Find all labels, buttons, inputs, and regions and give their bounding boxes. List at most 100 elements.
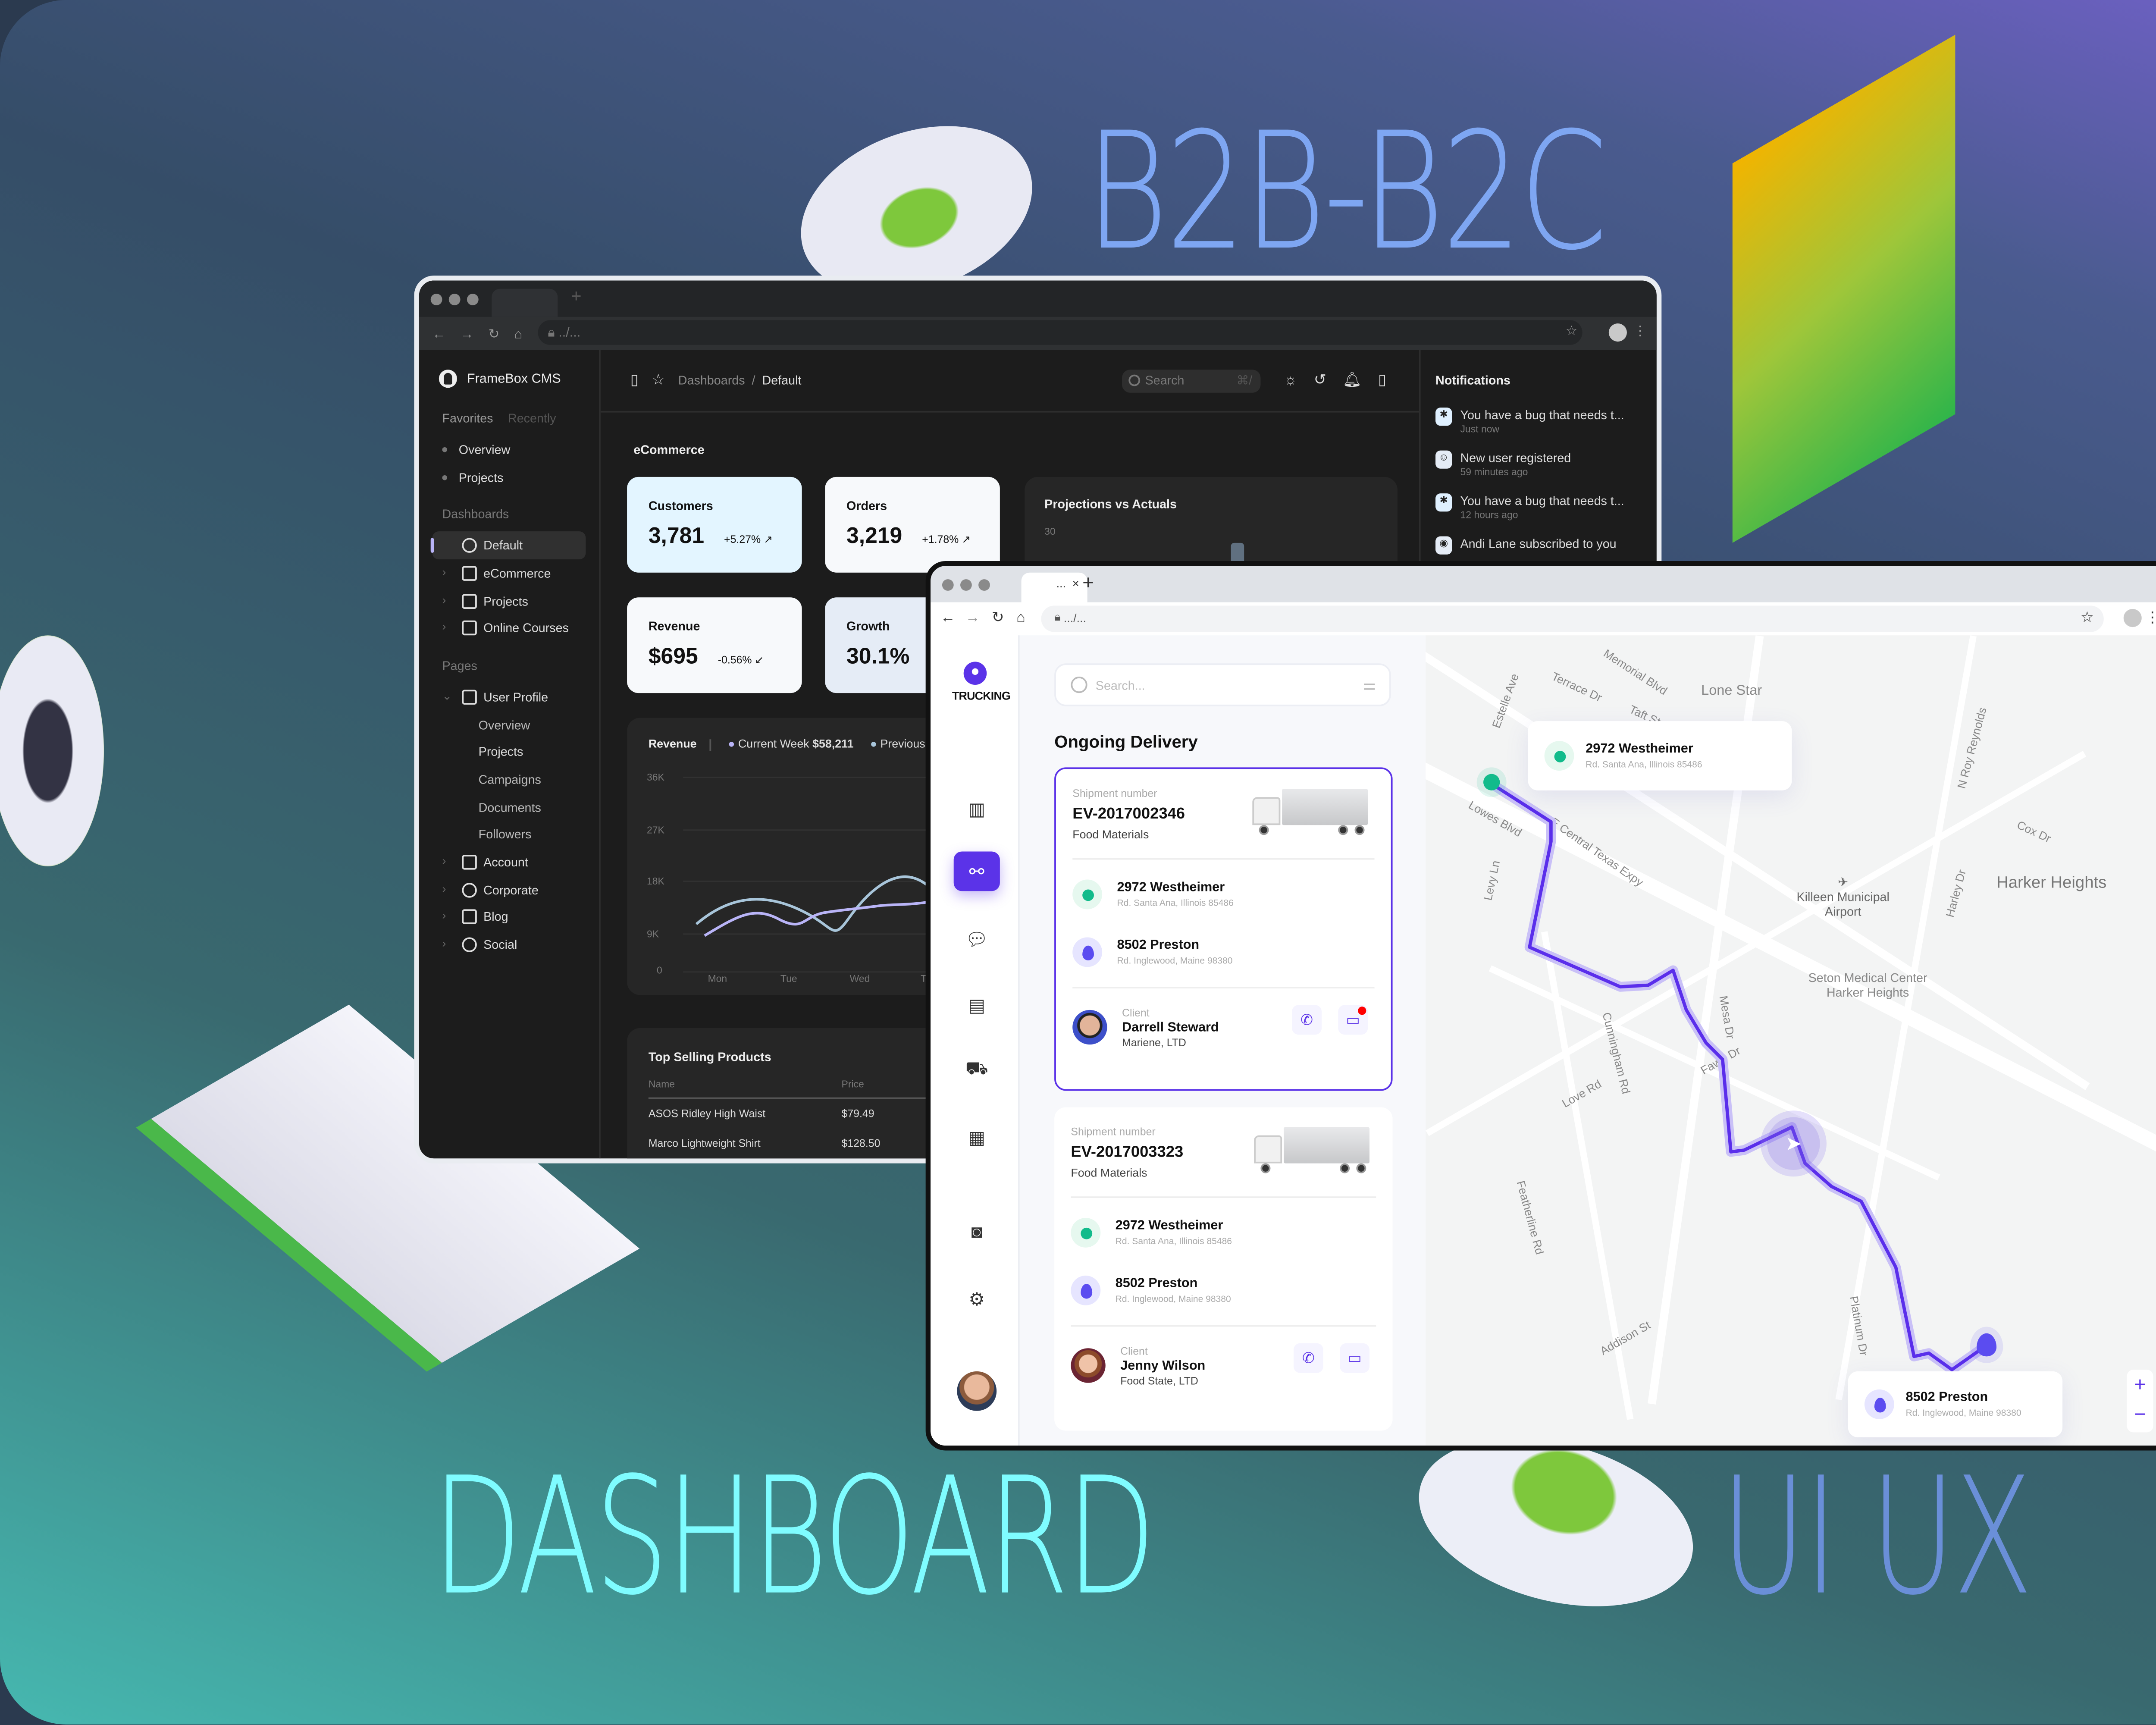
brand-avatar [439,370,457,388]
table-row[interactable]: ASOS Ridley High Waist$79.49 [648,1108,874,1120]
sidebar-item-default[interactable]: Default [430,532,586,560]
history-icon[interactable]: ↺ [1313,371,1326,388]
route-map[interactable]: Memorial Blvd Terrace Dr Lone Star Taft … [1426,635,2156,1446]
sidebar-item-social[interactable]: ›Social [442,938,517,953]
favorite-overview[interactable]: Overview [432,436,586,463]
kebab-menu-icon[interactable]: ⋮ [1633,323,1647,339]
delivery-card-2[interactable]: Shipment number EV-2017003323 Food Mater… [1054,1107,1393,1431]
nav-profile[interactable]: ◙ [954,1213,1000,1252]
notification-item[interactable]: ✱You have a bug that needs t...12 hours … [1435,493,1642,521]
sidebar-subitem-overview[interactable]: Overview [478,717,530,732]
home-icon[interactable]: ⌂ [514,326,523,341]
headline-dashboard: DASHBOARD [432,1444,1156,1632]
url-input[interactable]: 🔒︎ ../... [538,320,1583,345]
tab-recently[interactable]: Recently [508,411,556,426]
new-tab-icon[interactable]: + [570,287,582,307]
kpi-revenue[interactable]: Revenue $695-0.56% ↙ [627,597,802,693]
sidebar-subitem-campaigns[interactable]: Campaigns [478,772,541,787]
sidebar-item-account[interactable]: ›Account [442,855,528,870]
sidebar-item-online-courses[interactable]: ›Online Courses [442,621,569,636]
search-input[interactable]: Search⌘/ [1122,370,1261,393]
favorite-projects[interactable]: Projects [432,463,586,491]
svg-text:9K: 9K [647,928,659,939]
new-tab-icon[interactable]: + [1082,571,1094,594]
app-logo[interactable]: TRUCKING [952,662,1011,703]
filter-sliders-icon[interactable]: ⚌ [1363,676,1376,693]
breadcrumb-dashboards[interactable]: Dashboards [678,373,745,388]
nav-schedule[interactable]: ▦ [954,1117,1000,1157]
browser-tab[interactable]: ... × [1021,572,1087,602]
call-button[interactable]: ✆ [1292,1005,1322,1035]
lock-icon: 🔒︎ [1054,612,1064,624]
destination-marker[interactable] [1977,1333,1997,1357]
vehicle-marker[interactable]: ➤ [1767,1117,1820,1170]
home-icon[interactable]: ⌂ [1016,608,1025,626]
theme-sun-icon[interactable]: ☼ [1284,371,1297,388]
reload-icon[interactable]: ↻ [488,326,500,341]
address-bar-row: ← → ↻ ⌂ 🔒︎ ../... ☆ ⋮ [419,317,1657,350]
nav-settings[interactable]: ⚙ [954,1279,1000,1319]
user-avatar[interactable] [957,1371,997,1411]
bookmark-star-icon[interactable]: ☆ [2080,608,2094,626]
back-icon[interactable]: ← [432,326,446,341]
kebab-menu-icon[interactable]: ⋮ [2145,609,2156,627]
search-input[interactable]: Search...⚌ [1054,663,1391,706]
tab-favorites[interactable]: Favorites [442,411,493,426]
window-controls[interactable] [942,579,990,591]
url-input[interactable]: 🔒︎ .../... [1041,605,2104,632]
kpi-customers[interactable]: Customers 3,781+5.27% ↗ [627,477,802,573]
call-button[interactable]: ✆ [1293,1343,1323,1373]
sidebar-subitem-projects[interactable]: Projects [478,745,523,760]
profile-avatar[interactable] [1608,323,1627,342]
sidebar-item-blog[interactable]: ›Blog [442,910,508,925]
browser-tab[interactable] [492,289,558,317]
location-pin-icon [963,662,987,685]
nav-orders[interactable]: ▤ [954,985,1000,1025]
star-icon[interactable]: ☆ [652,371,665,388]
close-tab-icon[interactable]: × [1072,579,1079,591]
nav-fleet[interactable]: ⛟ [954,1051,1000,1091]
sidebar-subitem-documents[interactable]: Documents [478,800,541,815]
origin-marker[interactable] [1483,774,1500,790]
breadcrumb-default[interactable]: Default [762,373,802,388]
sidebar-item-corporate[interactable]: ›Corporate [442,882,539,897]
message-button[interactable]: ▭ [1338,1005,1368,1035]
browser-tabbar: + [419,280,1657,317]
bell-icon[interactable]: 🔔︎ [1342,371,1362,388]
forward-icon[interactable]: → [965,608,980,626]
notification-item[interactable]: ✱You have a bug that needs t...Just now [1435,408,1642,436]
navigation-arrow-icon: ➤ [1785,1132,1802,1155]
panel-toggle-icon[interactable]: ▯ [1378,371,1386,388]
svg-text:27K: 27K [647,824,665,835]
kpi-orders[interactable]: Orders 3,219+1.78% ↗ [825,477,1000,573]
message-button[interactable]: ▭ [1340,1343,1369,1373]
nav-messages[interactable]: 💬︎ [954,919,1000,959]
sidebar-subitem-followers[interactable]: Followers [478,827,532,843]
forward-icon[interactable]: → [460,326,474,341]
reload-icon[interactable]: ↻ [991,608,1004,626]
zoom-in-button[interactable]: + [2134,1373,2146,1396]
message-icon: ▭ [1348,1349,1362,1366]
table-row[interactable]: Marco Lightweight Shirt$128.50 [648,1138,881,1150]
zoom-out-button[interactable]: − [2134,1402,2146,1426]
back-icon[interactable]: ← [940,608,956,626]
window-controls[interactable] [430,294,479,305]
svg-text:36K: 36K [647,772,665,783]
nav-routes[interactable]: ⚯ [953,851,1000,891]
sidebar-toggle-icon[interactable]: ▯ [630,371,639,388]
nav-dashboard[interactable]: ▥ [954,789,1000,828]
delivery-card-1[interactable]: Shipment number EV-2017002346 Food Mater… [1054,767,1393,1091]
lock-icon: 🔒︎ [548,324,559,339]
sidebar-item-projects[interactable]: ›Projects [442,593,528,608]
profile-avatar[interactable] [2123,608,2142,627]
notification-item[interactable]: ◉Andi Lane subscribed to you [1435,536,1642,555]
sidebar-item-ecommerce[interactable]: ›eCommerce [442,566,551,581]
bookmark-star-icon[interactable]: ☆ [1565,323,1578,339]
sidebar-item-user-profile[interactable]: ⌄User Profile [442,690,548,705]
